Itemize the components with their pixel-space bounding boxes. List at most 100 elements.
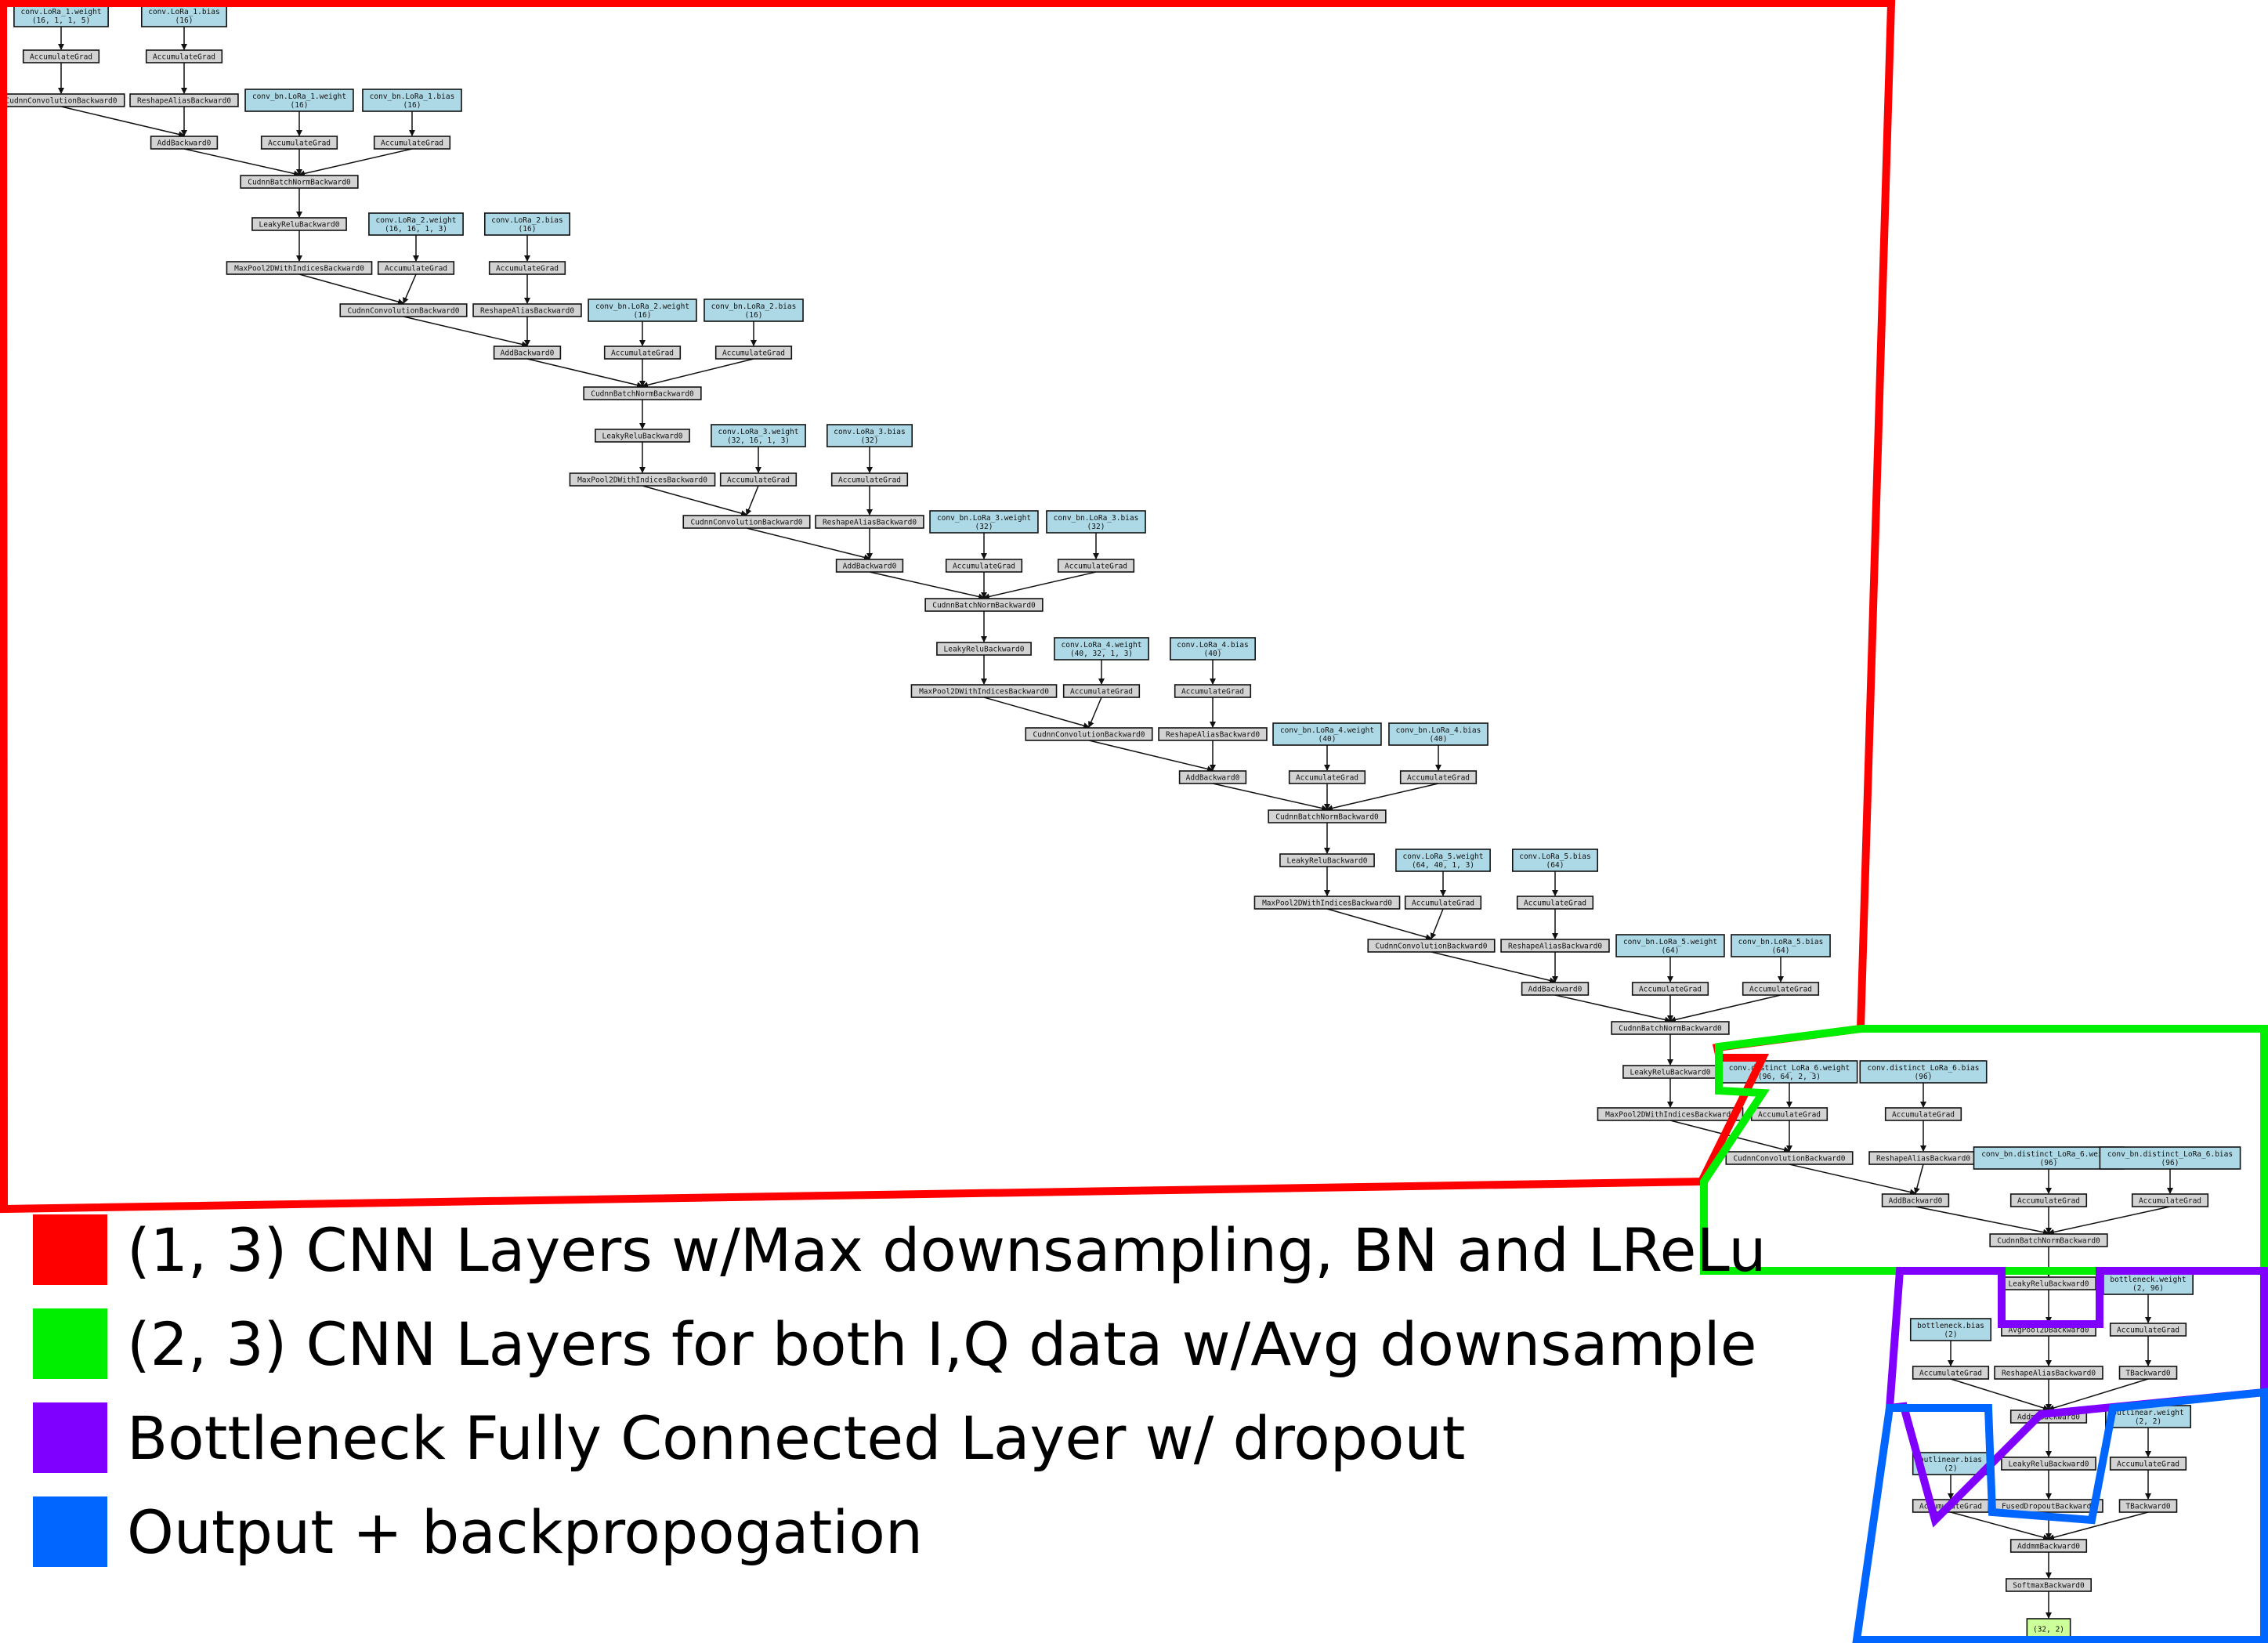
node-box (150, 136, 219, 150)
op-node: AccumulateGrad (260, 136, 338, 150)
node-label: ReshapeAliasBackward0 (1508, 943, 1602, 951)
node-box (603, 346, 682, 360)
node-box (373, 136, 451, 150)
graph-edge (2048, 1378, 2149, 1411)
op-node: AccumulateGrad (377, 261, 455, 275)
node-box (1521, 982, 1590, 996)
node-label: AccumulateGrad (1296, 774, 1358, 783)
node-label: (64, 40, 1, 3) (1412, 861, 1474, 870)
op-node: CudnnConvolutionBackward0 (0, 93, 125, 107)
node-label: conv.LoRa_5.weight (1403, 852, 1484, 861)
node-label: CudnnConvolutionBackward0 (1376, 943, 1488, 951)
node-box (1742, 982, 1820, 996)
node-box (1404, 896, 1482, 910)
node-label: bottleneck.weight (2110, 1276, 2186, 1284)
op-node: AccumulateGrad (1288, 770, 1366, 784)
node-label: CudnnConvolutionBackward0 (5, 97, 118, 106)
node-label: (2, 2) (2135, 1417, 2161, 1426)
node-label: (2) (1944, 1330, 1957, 1339)
node-box (1881, 1193, 1950, 1207)
node-label: (40) (1318, 735, 1337, 744)
op-node: AddBackward0 (1881, 1193, 1950, 1207)
node-label: conv.LoRa_3.weight (718, 428, 799, 436)
legend-item-bottleneck: Bottleneck Fully Connected Layer w/ drop… (33, 1391, 1767, 1485)
op-node: ReshapeAliasBackward0 (472, 303, 582, 317)
node-box (1399, 770, 1478, 784)
param-node: bottleneck.bias(2) (1909, 1318, 1992, 1341)
node-box (1388, 722, 1488, 746)
graph-edge (1950, 1511, 2049, 1541)
node-box (368, 212, 464, 236)
param-node: conv.LoRa_4.bias(40) (1170, 637, 1257, 660)
node-label: conv_bn.LoRa_5.weight (1623, 938, 1717, 946)
node-label: conv_bn.LoRa_2.weight (595, 302, 689, 311)
node-label: conv.LoRa_2.bias (491, 216, 563, 225)
node-box (1989, 1233, 2108, 1247)
node-label: conv_bn.LoRa_1.bias (370, 92, 455, 101)
node-label: CudnnBatchNormBackward0 (1275, 813, 1379, 822)
op-node: MaxPool2DWithIndicesBackward0 (1253, 896, 1401, 910)
param-node: conv.LoRa_3.bias(32) (827, 424, 913, 447)
node-box (714, 346, 793, 360)
graph-edge (983, 697, 1090, 729)
graph-edge (183, 148, 300, 177)
param-node: conv.distinct_LoRa_6.bias(96) (1859, 1060, 1988, 1084)
node-box (711, 424, 806, 447)
node-label: ReshapeAliasBackward0 (823, 519, 917, 527)
op-node: AccumulateGrad (1912, 1366, 1990, 1380)
node-label: AccumulateGrad (1919, 1370, 1982, 1378)
op-node: AccumulateGrad (603, 346, 682, 360)
graph-edge (60, 106, 185, 138)
param-node: conv.LoRa_2.weight(16, 16, 1, 3) (368, 212, 464, 236)
node-box (1725, 1151, 1854, 1165)
param-node: conv.LoRa_1.bias(16) (141, 4, 228, 27)
region-cnn-avg-outline (1700, 1025, 2268, 1275)
node-label: AccumulateGrad (727, 476, 790, 485)
node-box (240, 175, 359, 189)
op-node: TBackward0 (2118, 1499, 2178, 1513)
node-label: conv.LoRa_3.bias (834, 428, 906, 436)
node-label: (64) (1772, 946, 1790, 955)
param-node: conv_bn.distinct_LoRa_6.bias(96) (2099, 1146, 2241, 1170)
node-label: bottleneck.bias (1917, 1322, 1984, 1330)
graph-edge (298, 148, 413, 177)
node-label: AccumulateGrad (268, 139, 331, 148)
legend-item-output: Output + backpropogation (33, 1485, 1767, 1579)
param-node: bottleneck.weight(2, 96) (2103, 1272, 2194, 1295)
op-node: LeakyReluBackward0 (1622, 1065, 1718, 1079)
node-box (493, 346, 562, 360)
node-box (0, 93, 125, 107)
graph-edge (1915, 1206, 2049, 1236)
param-node: conv_bn.LoRa_3.weight(32) (929, 510, 1039, 534)
node-label: conv.LoRa_1.weight (21, 8, 102, 16)
node-label: conv_bn.LoRa_3.weight (937, 514, 1031, 523)
node-label: conv.LoRa_1.bias (148, 8, 220, 16)
node-label: AccumulateGrad (1407, 774, 1470, 783)
node-box (1615, 934, 1725, 957)
op-node: CudnnBatchNormBackward0 (1268, 809, 1387, 823)
node-label: (2) (1944, 1464, 1957, 1473)
node-label: conv.LoRa_4.bias (1177, 641, 1249, 650)
op-node: AccumulateGrad (2109, 1457, 2187, 1471)
node-box (1158, 727, 1268, 741)
param-node: conv.LoRa_5.weight(64, 40, 1, 3) (1395, 849, 1491, 872)
node-label: LeakyReluBackward0 (259, 221, 340, 230)
node-box (2109, 1323, 2187, 1337)
node-label: (40, 32, 1, 3) (1070, 650, 1133, 658)
node-label: ReshapeAliasBackward0 (1166, 731, 1260, 740)
legend-swatch-blue (33, 1496, 107, 1567)
param-node: conv_bn.LoRa_1.bias(16) (362, 89, 462, 112)
node-label: (96, 64, 2, 3) (1758, 1073, 1821, 1081)
node-box (2103, 1272, 2194, 1295)
op-node: ReshapeAliasBackward0 (1500, 939, 1610, 953)
node-box (377, 261, 455, 275)
node-box (815, 515, 924, 529)
node-box (1500, 939, 1610, 953)
graph-edge (1669, 994, 1781, 1023)
graph-edge (1950, 1378, 2049, 1411)
op-node: AccumulateGrad (1174, 684, 1252, 698)
node-label: LeakyReluBackward0 (2009, 1460, 2089, 1469)
node-box (929, 510, 1039, 534)
node-label: AccumulateGrad (722, 349, 785, 358)
node-box (488, 261, 566, 275)
